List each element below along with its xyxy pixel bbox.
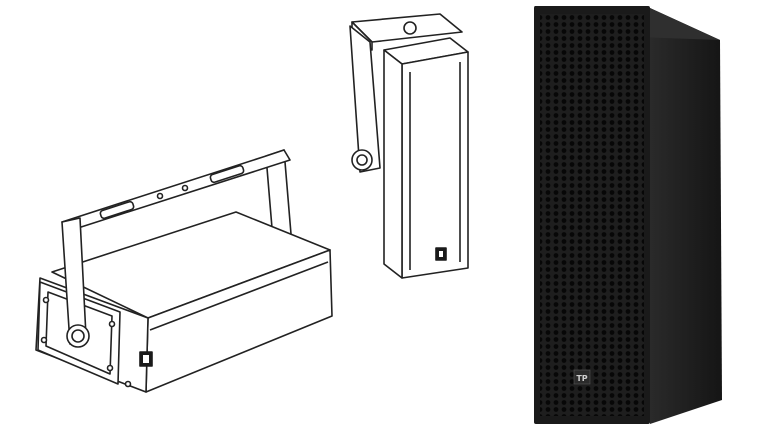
tp-logo-right: TP [573, 369, 591, 385]
column-speaker-photo: TP [534, 6, 722, 424]
speaker-side-panel [650, 8, 722, 424]
speaker-front [401, 51, 469, 279]
speaker-grille [540, 14, 644, 416]
tp-logo-left [139, 351, 153, 367]
speaker-side [383, 49, 403, 279]
horizontal-bracket-speaker [35, 149, 333, 393]
vertical-bracket-speaker [349, 13, 469, 279]
logo-text: TP [576, 374, 587, 383]
bracket-arm [349, 25, 381, 173]
bracket-crossbar [61, 149, 291, 231]
tp-logo-middle [435, 247, 447, 261]
